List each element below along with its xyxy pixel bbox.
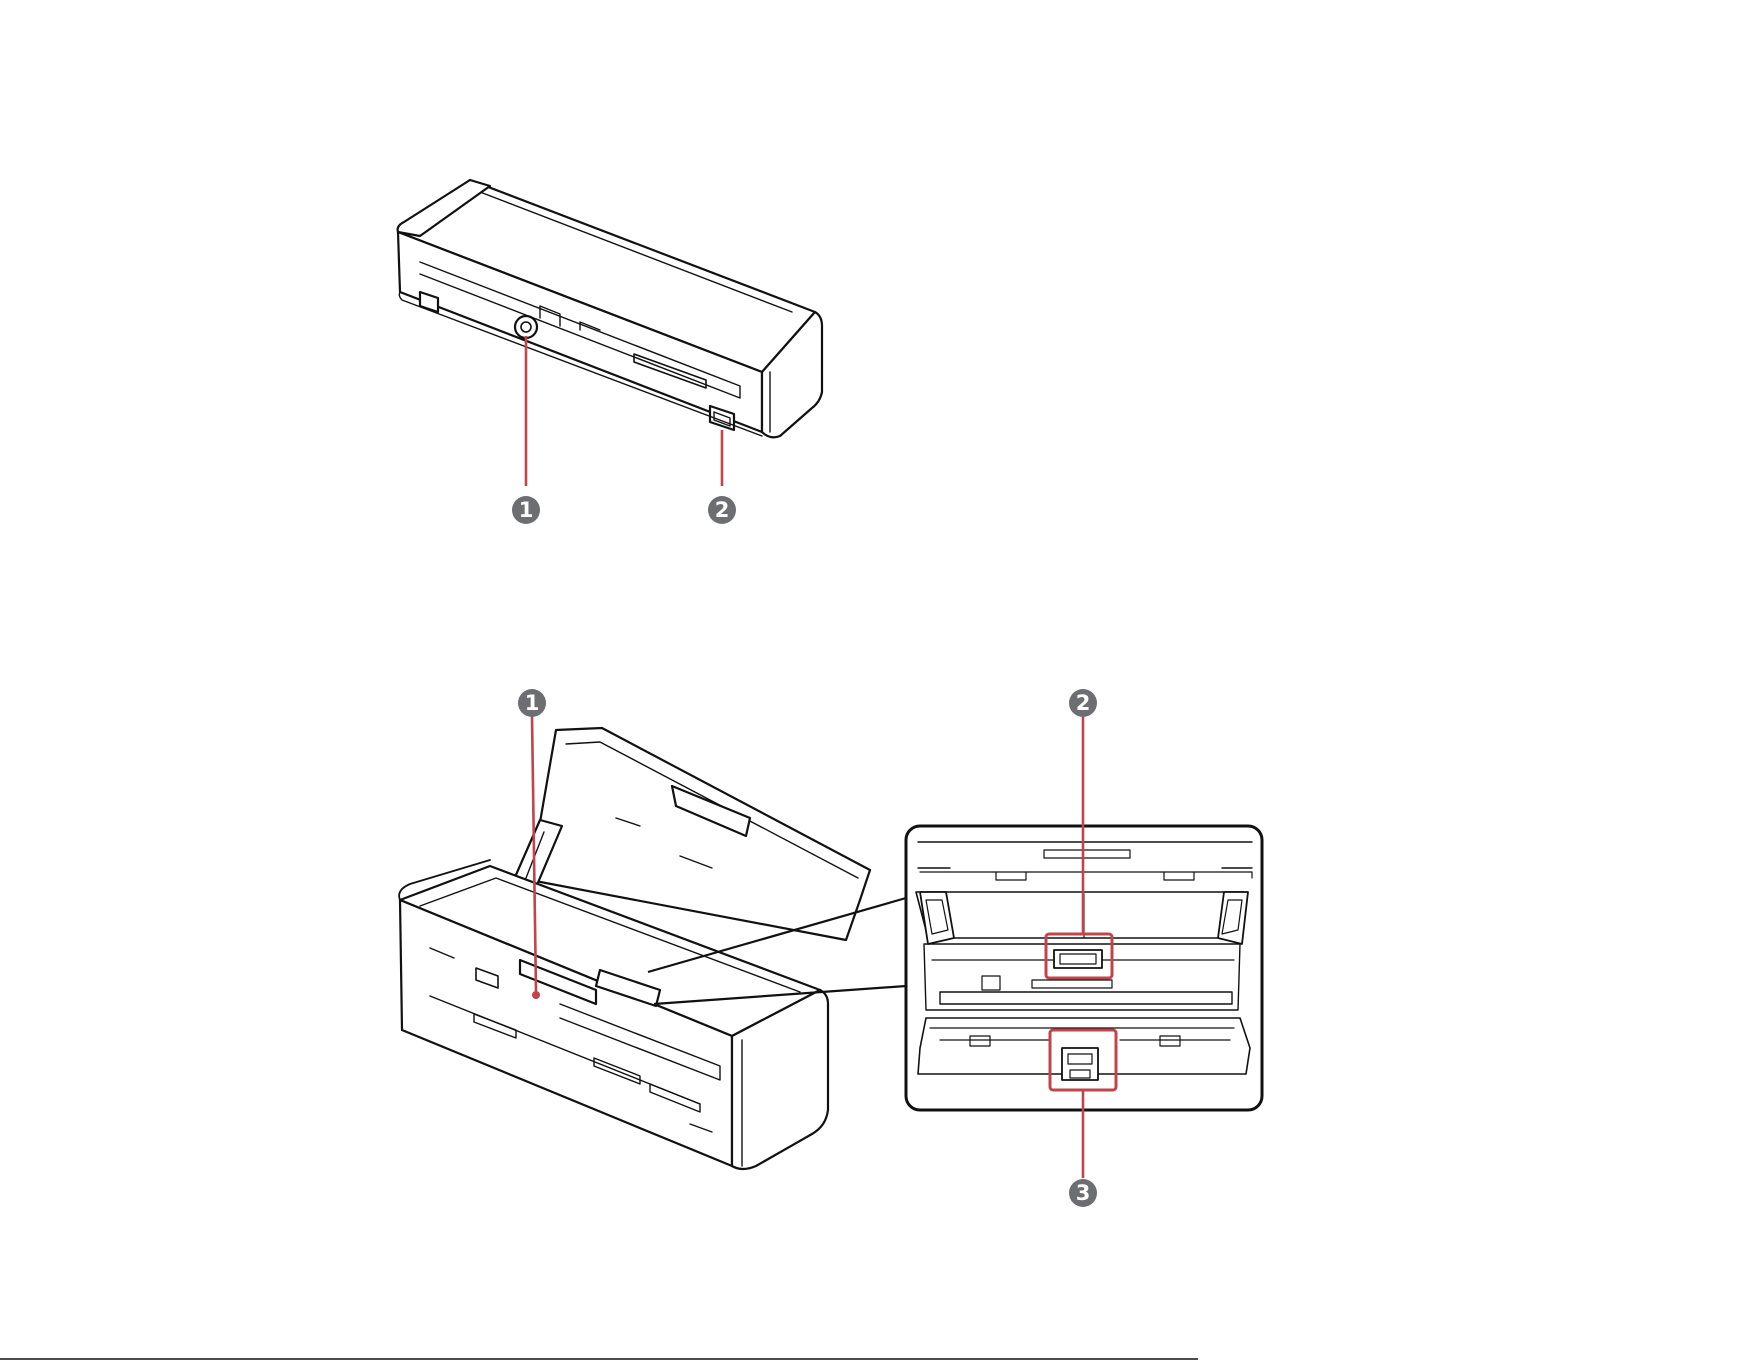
callout-2-back-view: 2: [708, 496, 736, 524]
callout-number: 2: [1076, 691, 1091, 715]
callout-number: 1: [525, 691, 540, 715]
callout-2-open-view: 2: [1069, 689, 1097, 717]
callout-number: 2: [715, 498, 730, 522]
scanner-open-view: [399, 728, 870, 1169]
callout-1-back-view: 1: [512, 496, 540, 524]
callout-number: 3: [1076, 1181, 1091, 1205]
callout-3-open-view: 3: [1069, 1179, 1097, 1207]
callout-number: 1: [519, 498, 534, 522]
scanner-back-view: [398, 180, 822, 437]
callout-1-open-view: 1: [518, 689, 546, 717]
